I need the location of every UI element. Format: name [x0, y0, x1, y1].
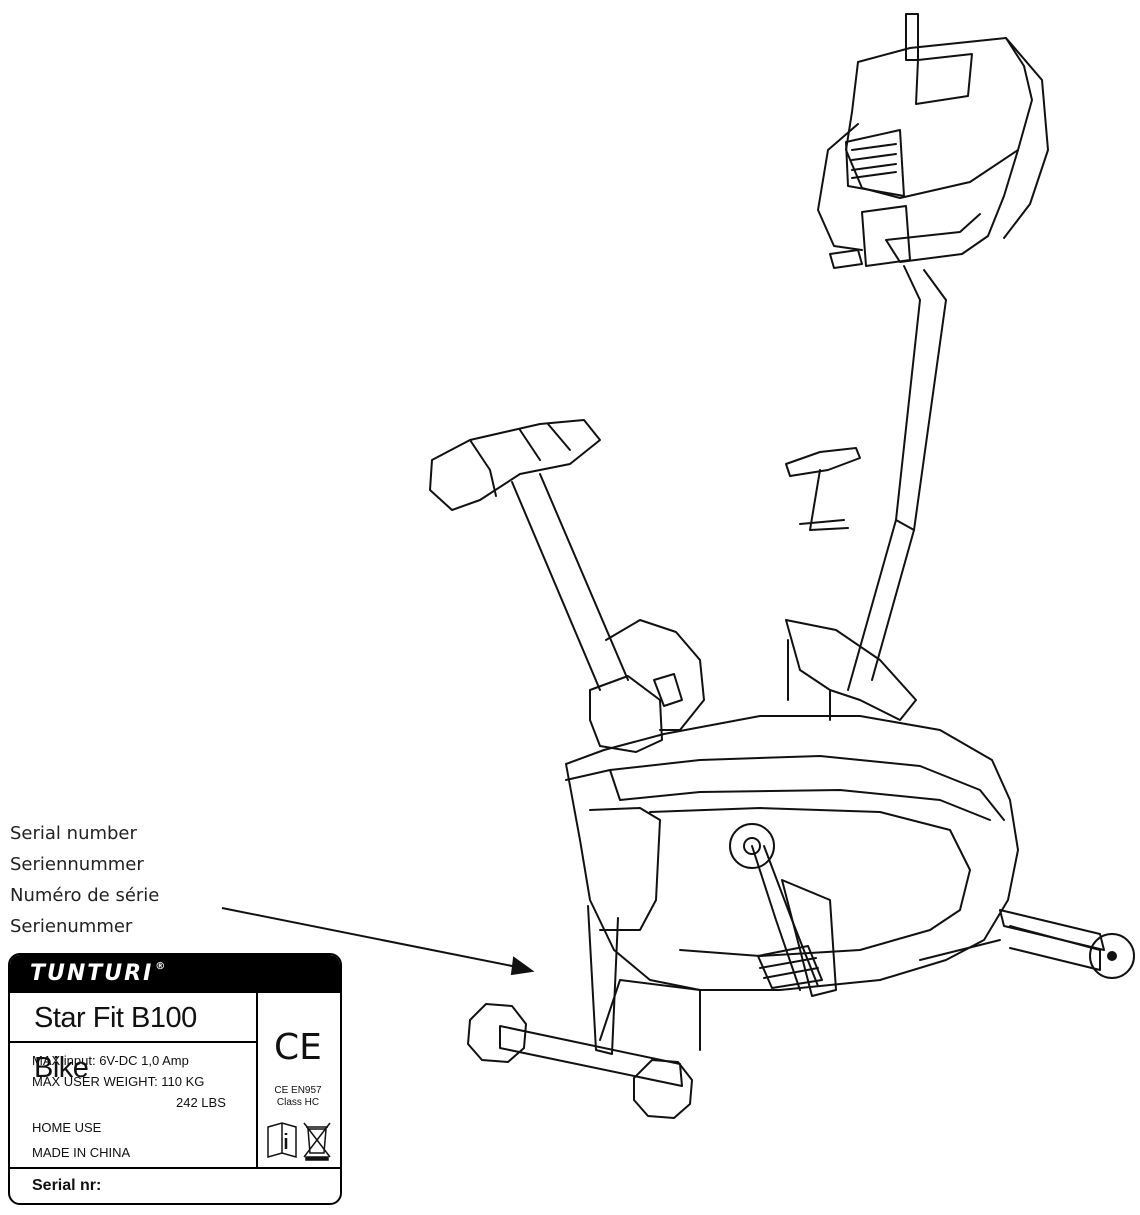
ce-standard: CE EN957 Class HC	[274, 1085, 322, 1108]
serial-location-arrow	[221, 907, 535, 976]
manual-info-icon	[267, 1122, 297, 1158]
serial-number-captions: Serial number Seriennummer Numéro de sér…	[10, 818, 159, 942]
spec-max-weight-lbs: 242 LBS	[176, 1095, 226, 1110]
ce-mark: CE	[274, 1027, 322, 1068]
caption-english: Serial number	[10, 823, 137, 844]
label-specs: Star Fit B100 Bike MAX input: 6V-DC 1,0 …	[10, 993, 258, 1167]
spec-home-use: HOME USE	[32, 1120, 102, 1135]
spec-made-in: MADE IN CHINA	[32, 1145, 131, 1160]
caption-french: Numéro de série	[10, 885, 160, 906]
caption-dutch: Serienummer	[10, 916, 133, 937]
model-name: Star Fit B100 Bike	[10, 993, 256, 1084]
brand-logo: TUNTURI®	[30, 961, 168, 986]
spec-max-weight: MAX USER WEIGHT: 110 KG	[32, 1074, 205, 1089]
label-header: TUNTURI®	[10, 955, 340, 993]
caption-german: Seriennummer	[10, 854, 144, 875]
serial-field: Serial nr:	[10, 1167, 340, 1203]
product-label: TUNTURI® Star Fit B100 Bike MAX input: 6…	[8, 953, 342, 1205]
label-certifications: CE CE EN957 Class HC	[256, 993, 340, 1167]
weee-crossed-bin-icon	[303, 1122, 331, 1161]
spec-max-input: MAX input: 6V-DC 1,0 Amp	[32, 1053, 189, 1068]
